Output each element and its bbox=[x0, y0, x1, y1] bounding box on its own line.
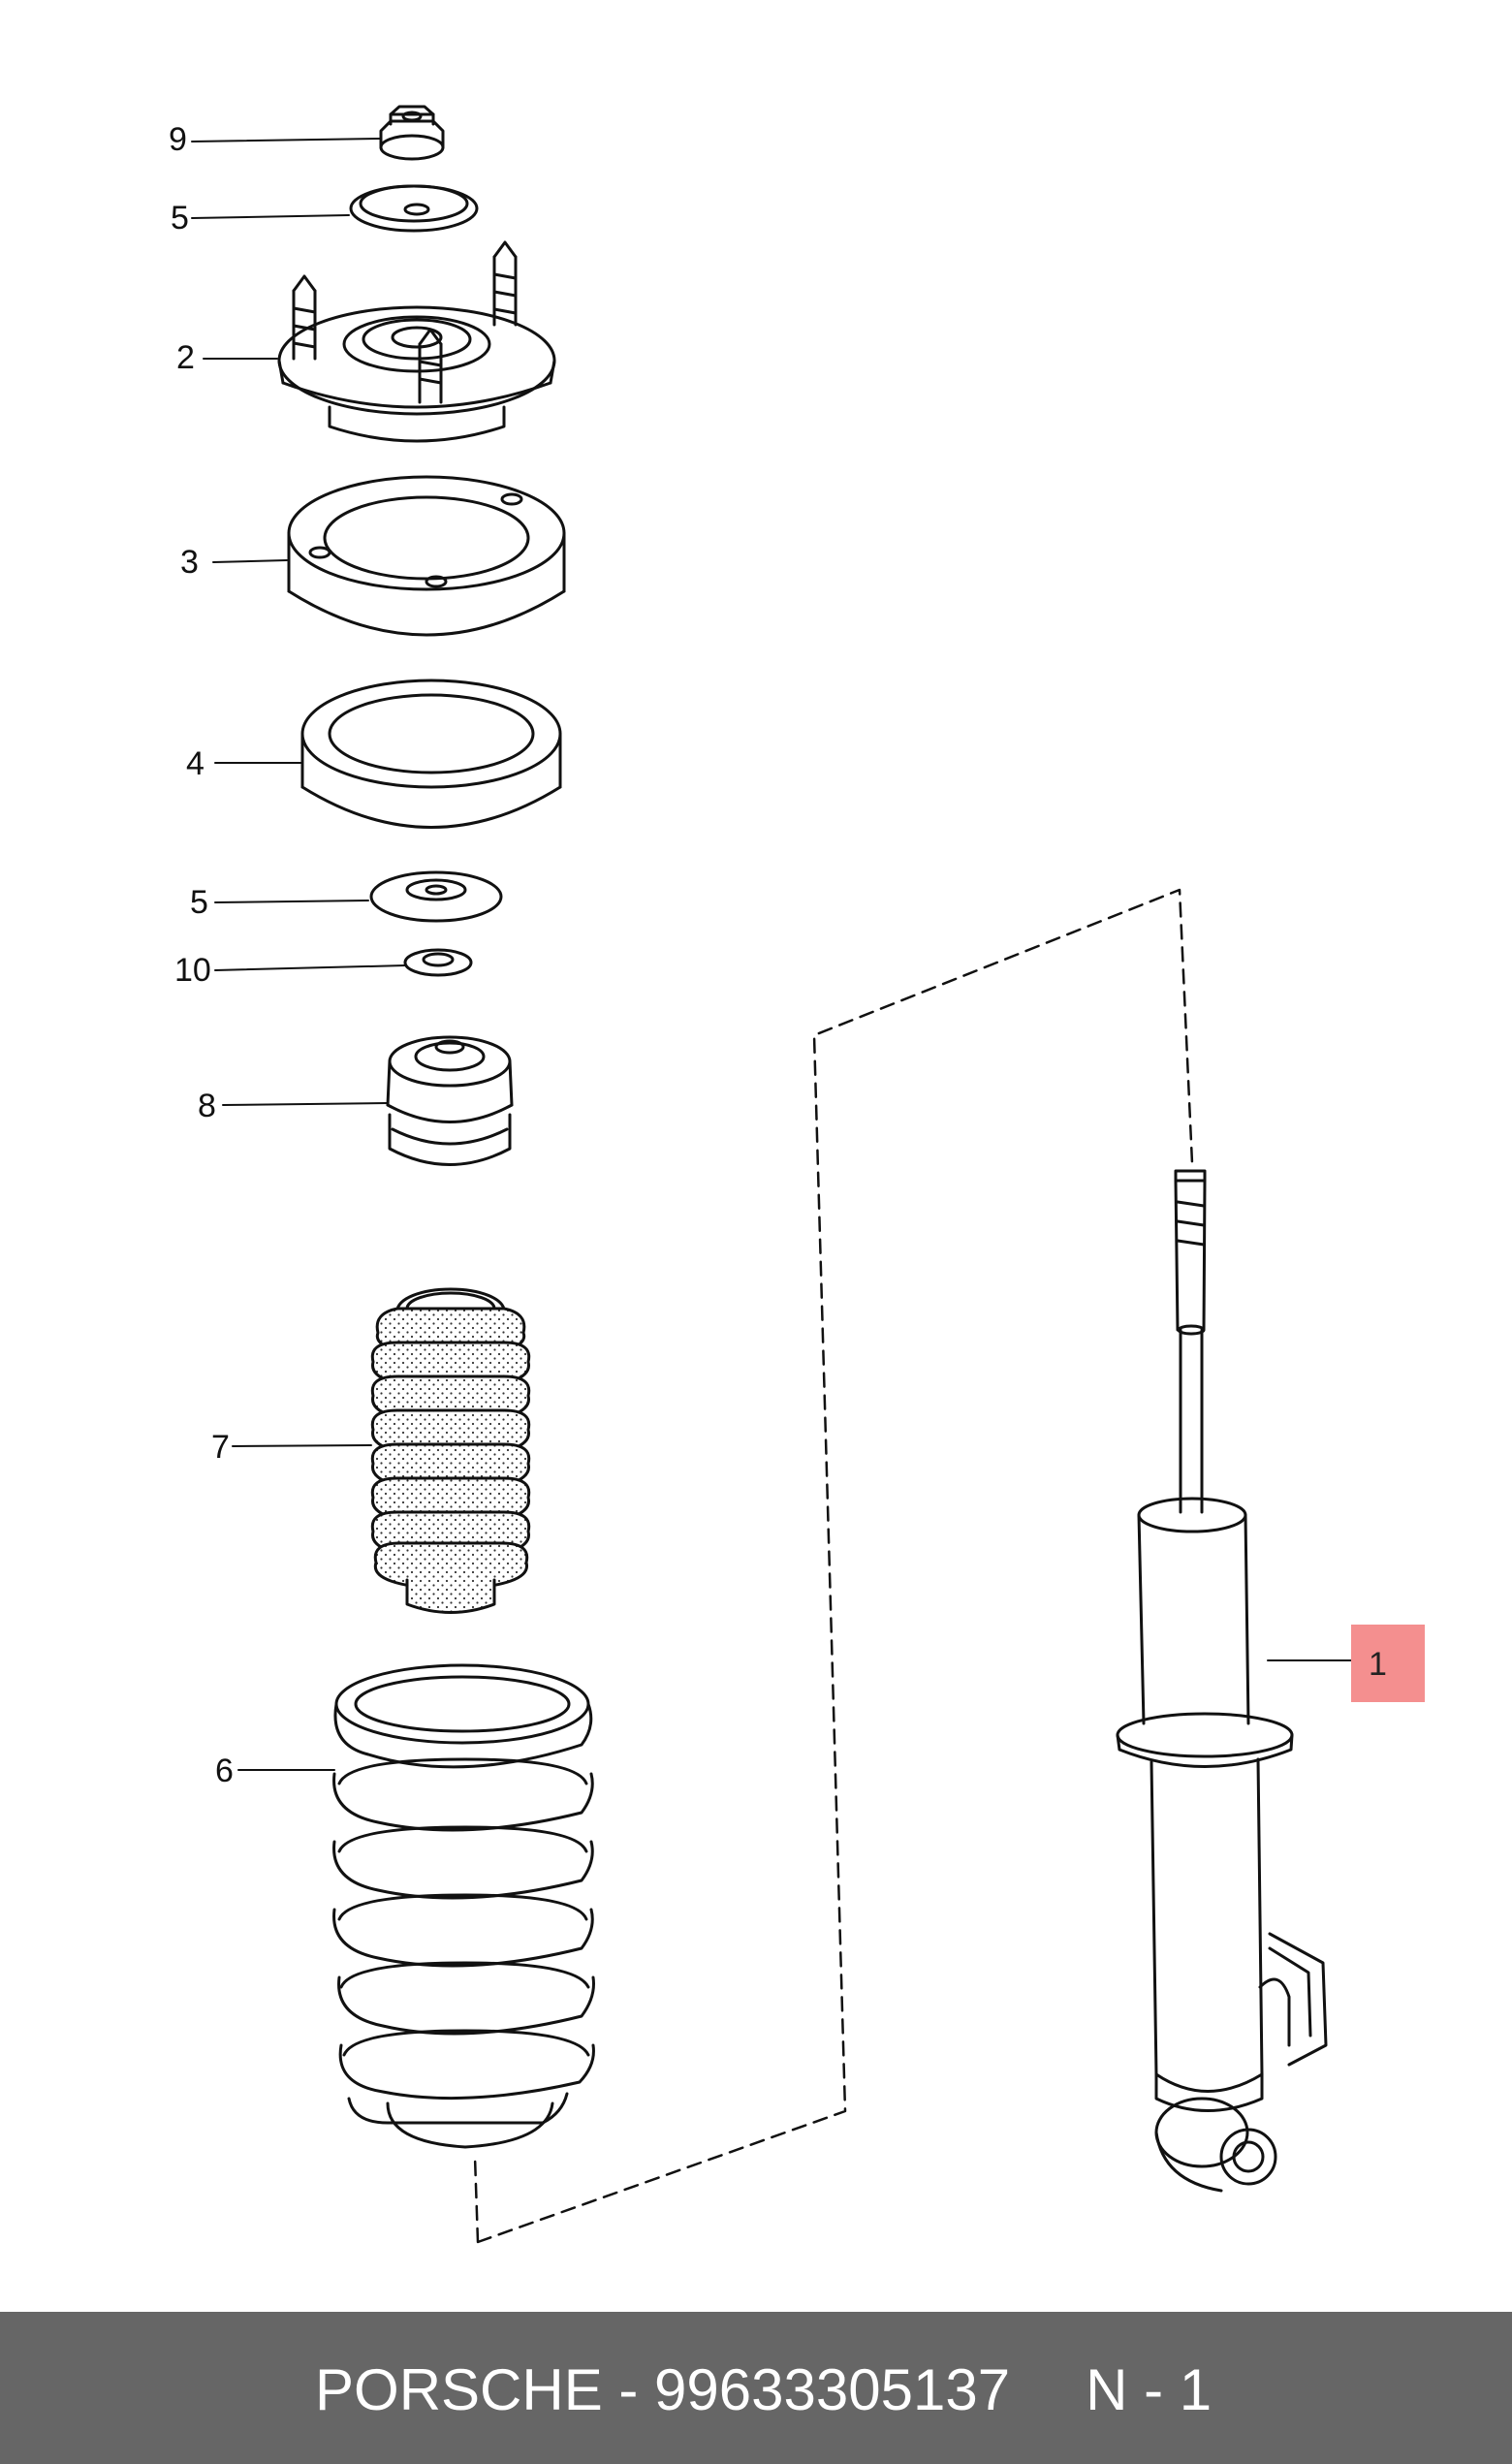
part-1-shock-absorber bbox=[1116, 1169, 1328, 2193]
part-5-washer-upper bbox=[349, 184, 479, 233]
leader-lines bbox=[191, 138, 1358, 1771]
part-5-washer-lower bbox=[369, 870, 503, 923]
part-4-rubber-ring bbox=[300, 679, 562, 829]
callout-7: 7 bbox=[211, 1429, 230, 1466]
part-8-bump-stop bbox=[386, 1035, 514, 1166]
footer-text: PORSCHE - 99633305137 N - 1 bbox=[315, 2356, 1212, 2423]
part-2-top-mount bbox=[277, 240, 556, 443]
callout-8: 8 bbox=[198, 1088, 216, 1124]
part-7-bellows-boot bbox=[370, 1287, 531, 1614]
part-3-spacer-ring bbox=[287, 475, 566, 637]
callout-4: 4 bbox=[186, 745, 205, 782]
callout-5-upper: 5 bbox=[171, 200, 189, 237]
part-6-coil-spring bbox=[332, 1663, 595, 2149]
callout-5-lower: 5 bbox=[190, 884, 208, 921]
part-9-nut bbox=[379, 105, 445, 161]
callout-1-highlight: 1 bbox=[1351, 1625, 1425, 1702]
footer-bar: PORSCHE - 99633305137 N - 1 bbox=[0, 2312, 1512, 2464]
part-10-small-washer bbox=[403, 948, 473, 977]
callout-9: 9 bbox=[169, 121, 187, 158]
callout-1: 1 bbox=[1369, 1646, 1387, 1683]
footer-qty-label: N - 1 bbox=[1086, 2357, 1213, 2422]
callout-10: 10 bbox=[174, 952, 211, 989]
footer-part-label: PORSCHE - 99633305137 bbox=[315, 2357, 1011, 2422]
callout-6: 6 bbox=[215, 1753, 234, 1789]
assembly-dashed-line bbox=[473, 888, 1194, 2244]
exploded-parts-diagram bbox=[191, 105, 1358, 2244]
callout-2: 2 bbox=[176, 339, 195, 376]
callout-3: 3 bbox=[180, 544, 199, 581]
